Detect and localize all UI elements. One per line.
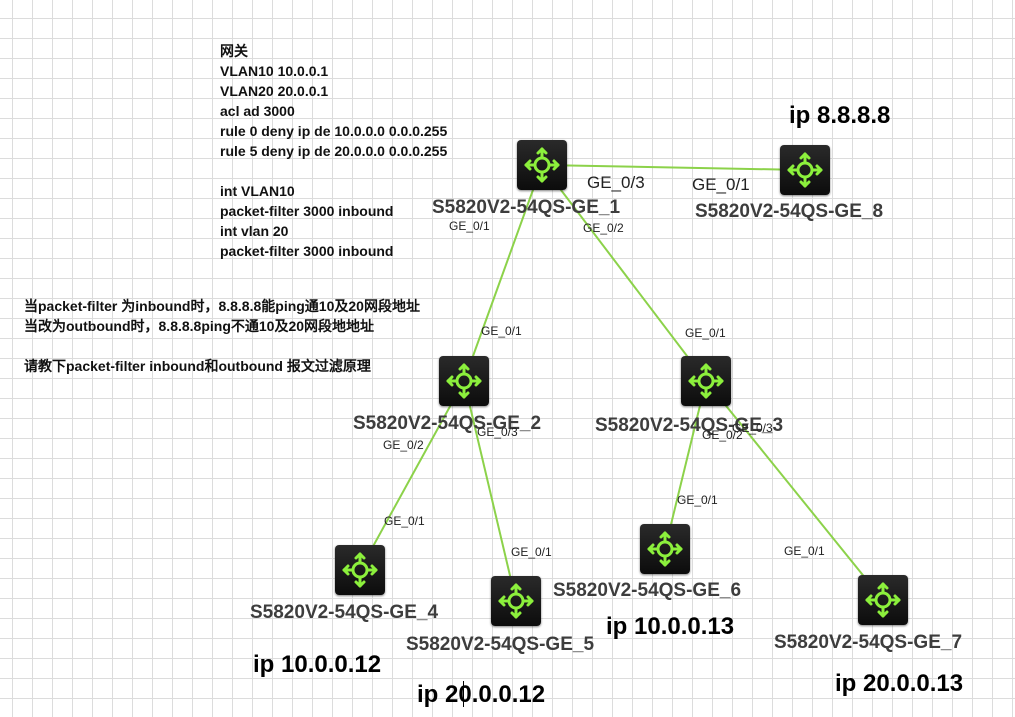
text-cursor	[463, 681, 464, 707]
link-ge1-ge8	[541, 164, 806, 171]
port-label: GE_0/3	[587, 173, 645, 192]
port-label: GE_0/3	[477, 425, 518, 439]
device-label-ge5: S5820V2-54QS-GE_5	[406, 634, 595, 655]
ip-label-ge5: ip 20.0.0.12	[417, 681, 546, 708]
config-line: int VLAN10	[220, 183, 295, 199]
port-label: GE_0/1	[449, 219, 490, 233]
port-label: GE_0/1	[685, 326, 726, 340]
device-ge1[interactable]	[517, 140, 567, 190]
switch-router-icon	[688, 363, 724, 399]
config-note: 网关 VLAN10 10.0.0.1 VLAN20 20.0.0.1 acl a…	[220, 41, 447, 261]
port-label: GE_0/2	[702, 428, 743, 442]
ip-label-ge4: ip 10.0.0.12	[253, 651, 382, 678]
device-label-ge6: S5820V2-54QS-GE_6	[553, 580, 742, 601]
port-label: GE_0/2	[583, 221, 624, 235]
port-label: GE_0/1	[784, 544, 825, 558]
question-line: 请教下packet-filter inbound和outbound 报文过滤原理	[24, 358, 371, 374]
port-label: GE_0/1	[511, 545, 552, 559]
switch-router-icon	[342, 552, 378, 588]
config-line: packet-filter 3000 inbound	[220, 243, 394, 259]
switch-router-icon	[446, 363, 482, 399]
config-line	[220, 161, 447, 181]
config-line: rule 0 deny ip de 10.0.0.0 0.0.0.255	[220, 123, 448, 139]
config-line: packet-filter 3000 inbound	[220, 203, 394, 219]
device-label-ge3: S5820V2-54QS-GE_3	[595, 415, 784, 436]
ip-label-ge6: ip 10.0.0.13	[606, 613, 735, 640]
switch-router-icon	[865, 582, 901, 618]
ip-label-ge7: ip 20.0.0.13	[835, 670, 964, 697]
device-label-ge7: S5820V2-54QS-GE_7	[774, 632, 963, 653]
ip-label-ge8: ip 8.8.8.8	[789, 102, 891, 129]
device-ge5[interactable]	[491, 576, 541, 626]
question-line: 当改为outbound时，8.8.8.8ping不通10及20网段地地址	[24, 318, 375, 334]
device-ge3[interactable]	[681, 356, 731, 406]
device-ge7[interactable]	[858, 575, 908, 625]
device-label-ge1: S5820V2-54QS-GE_1	[432, 197, 621, 218]
link-ge2-ge4	[359, 380, 465, 571]
link-ge2-ge5	[463, 380, 517, 602]
config-line: acl ad 3000	[220, 103, 295, 119]
switch-router-icon	[524, 147, 560, 183]
config-line: rule 5 deny ip de 20.0.0.0 0.0.0.255	[220, 143, 448, 159]
switch-router-icon	[787, 152, 823, 188]
port-label: GE_0/3	[732, 421, 773, 435]
port-label: GE_0/2	[383, 438, 424, 452]
port-label: GE_0/1	[384, 514, 425, 528]
port-label: GE_0/1	[692, 175, 750, 194]
config-line: VLAN20 20.0.0.1	[220, 83, 329, 99]
device-ge6[interactable]	[640, 524, 690, 574]
link-ge1-ge3	[541, 164, 707, 382]
link-ge1-ge2	[463, 164, 543, 382]
switch-router-icon	[498, 583, 534, 619]
link-ge3-ge7	[705, 380, 884, 601]
switch-router-icon	[647, 531, 683, 567]
question-note: 当packet-filter 为inbound时，8.8.8.8能ping通10…	[24, 296, 420, 376]
config-line: VLAN10 10.0.0.1	[220, 63, 329, 79]
question-line	[24, 336, 420, 356]
device-ge2[interactable]	[439, 356, 489, 406]
question-line: 当packet-filter 为inbound时，8.8.8.8能ping通10…	[24, 298, 420, 314]
config-line: 网关	[220, 43, 248, 59]
device-label-ge2: S5820V2-54QS-GE_2	[353, 413, 542, 434]
config-line: int vlan 20	[220, 223, 289, 239]
device-ge8[interactable]	[780, 145, 830, 195]
port-label: GE_0/1	[677, 493, 718, 507]
device-ge4[interactable]	[335, 545, 385, 595]
device-label-ge8: S5820V2-54QS-GE_8	[695, 201, 884, 222]
port-label: GE_0/1	[481, 324, 522, 338]
device-label-ge4: S5820V2-54QS-GE_4	[250, 602, 439, 623]
link-ge3-ge6	[664, 380, 707, 550]
